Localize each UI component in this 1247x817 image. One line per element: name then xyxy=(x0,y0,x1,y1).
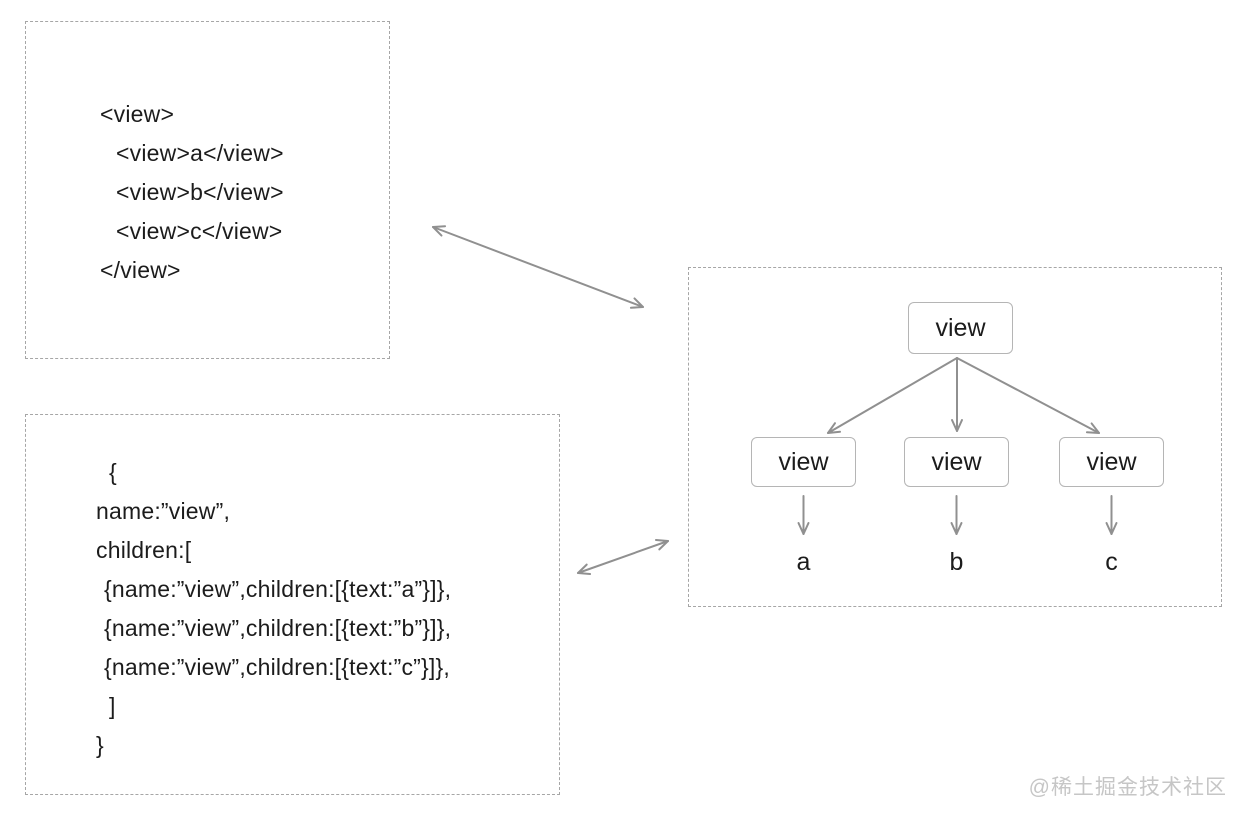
json-code-line: ] xyxy=(109,693,116,719)
xml-code-line: <view>c</view> xyxy=(116,218,283,244)
json-code-line: { xyxy=(109,459,117,485)
xml-code-line: <view>a</view> xyxy=(116,140,284,166)
xml-code-line: <view>b</view> xyxy=(116,179,284,205)
json-code-line: {name:”view”,children:[{text:”c”}]}, xyxy=(104,654,450,680)
tree-node-child-a: view xyxy=(751,437,856,487)
json-code-block: { name:”view”, children:[ {name:”view”,c… xyxy=(26,415,559,765)
json-code-panel: { name:”view”, children:[ {name:”view”,c… xyxy=(25,414,560,795)
watermark: @稀土掘金技术社区 xyxy=(1028,776,1227,799)
xml-code-line: </view> xyxy=(100,257,181,283)
tree-arrows xyxy=(797,357,1118,535)
json-code-line: {name:”view”,children:[{text:”b”}]}, xyxy=(104,615,452,641)
json-code-line: } xyxy=(96,732,104,758)
tree-leaf-c: c xyxy=(1105,547,1118,576)
tree-leaf-b: b xyxy=(949,547,964,576)
xml-code-panel: <view> <view>a</view> <view>b</view> <vi… xyxy=(25,21,390,359)
tree-diagram-panel: view view view view a b c xyxy=(688,267,1222,607)
tree-node-child-b: view xyxy=(904,437,1009,487)
json-code-line: children:[ xyxy=(96,537,192,563)
json-code-line: {name:”view”,children:[{text:”a”}]}, xyxy=(104,576,452,602)
xml-code-block: <view> <view>a</view> <view>b</view> <vi… xyxy=(26,22,389,290)
tree-node-root: view xyxy=(908,302,1013,354)
json-code-line: name:”view”, xyxy=(96,498,231,524)
xml-code-line: <view> xyxy=(100,101,175,127)
tree-node-child-c: view xyxy=(1059,437,1164,487)
tree-leaf-a: a xyxy=(796,547,811,576)
